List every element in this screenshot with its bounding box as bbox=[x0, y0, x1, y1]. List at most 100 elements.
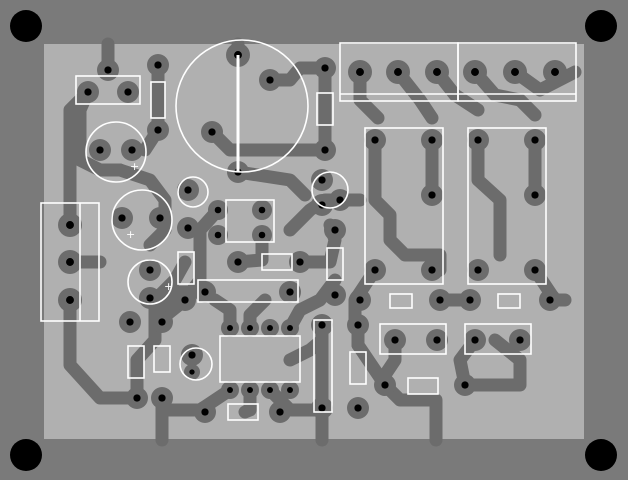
polarity-mark: + bbox=[126, 228, 135, 241]
silkscreen bbox=[40, 39, 577, 421]
resistor-r7 bbox=[227, 403, 259, 421]
trace-terminal-link-4 bbox=[468, 65, 542, 122]
film-capacitor-c5 bbox=[313, 319, 333, 413]
drill-hole bbox=[227, 325, 233, 331]
diode-d3 bbox=[497, 293, 521, 309]
main-filter-capacitor bbox=[175, 39, 309, 173]
drill-hole bbox=[287, 325, 293, 331]
resistor-r5 bbox=[326, 247, 344, 281]
drill-hole bbox=[428, 136, 436, 144]
drill-hole bbox=[371, 266, 379, 274]
drill-hole bbox=[394, 68, 402, 76]
drill-hole bbox=[208, 128, 216, 136]
resistor-r6 bbox=[127, 345, 145, 379]
drill-hole bbox=[201, 288, 209, 296]
diode-d2 bbox=[389, 293, 413, 309]
diode-d1 bbox=[153, 345, 171, 373]
drill-hole bbox=[158, 318, 166, 326]
drill-hole bbox=[258, 231, 266, 239]
drill-hole bbox=[276, 408, 284, 416]
resistor-r8 bbox=[349, 351, 367, 385]
mounting-holes bbox=[10, 10, 617, 471]
drill-hole bbox=[66, 296, 74, 304]
mounting-hole-bottom-right bbox=[585, 439, 617, 471]
drill-hole bbox=[354, 404, 362, 412]
drill-hole bbox=[184, 186, 192, 194]
drill-hole bbox=[356, 296, 364, 304]
trace-ic-bottom-2 bbox=[263, 383, 329, 447]
drill-hole bbox=[201, 408, 209, 416]
drill-hole bbox=[126, 318, 134, 326]
trace-lower-left bbox=[63, 293, 144, 405]
drill-hole bbox=[146, 266, 154, 274]
electrolytic-cap-c1 bbox=[85, 121, 147, 183]
drill-hole bbox=[124, 88, 132, 96]
electrolytic-cap-c3 bbox=[127, 259, 173, 305]
drill-hole bbox=[184, 224, 192, 232]
drill-hole bbox=[247, 387, 253, 393]
trace-to-opto bbox=[231, 165, 312, 202]
drill-hole bbox=[266, 76, 274, 84]
drill-hole bbox=[267, 387, 273, 393]
drill-hole bbox=[471, 68, 479, 76]
drill-hole bbox=[381, 381, 389, 389]
trace-relay2-left bbox=[471, 133, 507, 262]
trace-relay1-left bbox=[368, 133, 447, 277]
drill-hole bbox=[286, 288, 294, 296]
optocoupler bbox=[225, 199, 275, 243]
transistor-q2 bbox=[311, 171, 349, 209]
drill-hole bbox=[531, 191, 539, 199]
drill-hole bbox=[516, 336, 524, 344]
drill-hole bbox=[391, 336, 399, 344]
drill-hole bbox=[156, 214, 164, 222]
transistor-q3 bbox=[179, 347, 213, 381]
drill-hole bbox=[354, 321, 362, 329]
drill-hole bbox=[531, 136, 539, 144]
drill-hole bbox=[474, 136, 482, 144]
drill-hole bbox=[428, 191, 436, 199]
trace-bottom-res-right bbox=[458, 333, 527, 392]
drill-hole bbox=[318, 404, 326, 412]
drill-hole bbox=[511, 68, 519, 76]
resistor-r9 bbox=[407, 377, 439, 395]
drill-hole bbox=[214, 206, 222, 214]
drill-holes bbox=[66, 51, 559, 416]
drill-hole bbox=[318, 321, 326, 329]
terminal-block-top-right-b bbox=[457, 42, 577, 102]
drill-hole bbox=[428, 266, 436, 274]
drill-hole bbox=[146, 294, 154, 302]
drill-hole bbox=[214, 231, 222, 239]
drill-hole bbox=[356, 68, 364, 76]
drill-hole bbox=[331, 226, 339, 234]
drill-hole bbox=[234, 258, 242, 266]
drill-hole bbox=[227, 387, 233, 393]
electrolytic-cap-c2 bbox=[111, 189, 173, 251]
mounting-hole-top-right bbox=[585, 10, 617, 42]
drill-hole bbox=[96, 146, 104, 154]
drill-hole bbox=[118, 214, 126, 222]
resistor-r4 bbox=[261, 253, 293, 271]
polarity-mark: + bbox=[130, 160, 139, 173]
drill-hole bbox=[84, 88, 92, 96]
drill-hole bbox=[551, 68, 559, 76]
drill-hole bbox=[466, 296, 474, 304]
drill-hole bbox=[461, 381, 469, 389]
film-capacitor-c4 bbox=[197, 279, 299, 303]
ic-u1 bbox=[219, 335, 301, 383]
drill-hole bbox=[66, 221, 74, 229]
drill-hole bbox=[189, 369, 195, 375]
resistor-r2 bbox=[316, 92, 334, 126]
drill-hole bbox=[287, 387, 293, 393]
drill-hole bbox=[321, 146, 329, 154]
bridge-rectifier bbox=[40, 202, 100, 322]
drill-hole bbox=[133, 394, 141, 402]
polarity-mark: + bbox=[164, 280, 173, 293]
drill-hole bbox=[66, 258, 74, 266]
drill-hole bbox=[104, 66, 112, 74]
relay-k2 bbox=[467, 127, 547, 285]
mounting-hole-bottom-left bbox=[10, 439, 42, 471]
drill-hole bbox=[371, 136, 379, 144]
terminal-block-bottom-b bbox=[464, 323, 532, 355]
drill-hole bbox=[433, 68, 441, 76]
